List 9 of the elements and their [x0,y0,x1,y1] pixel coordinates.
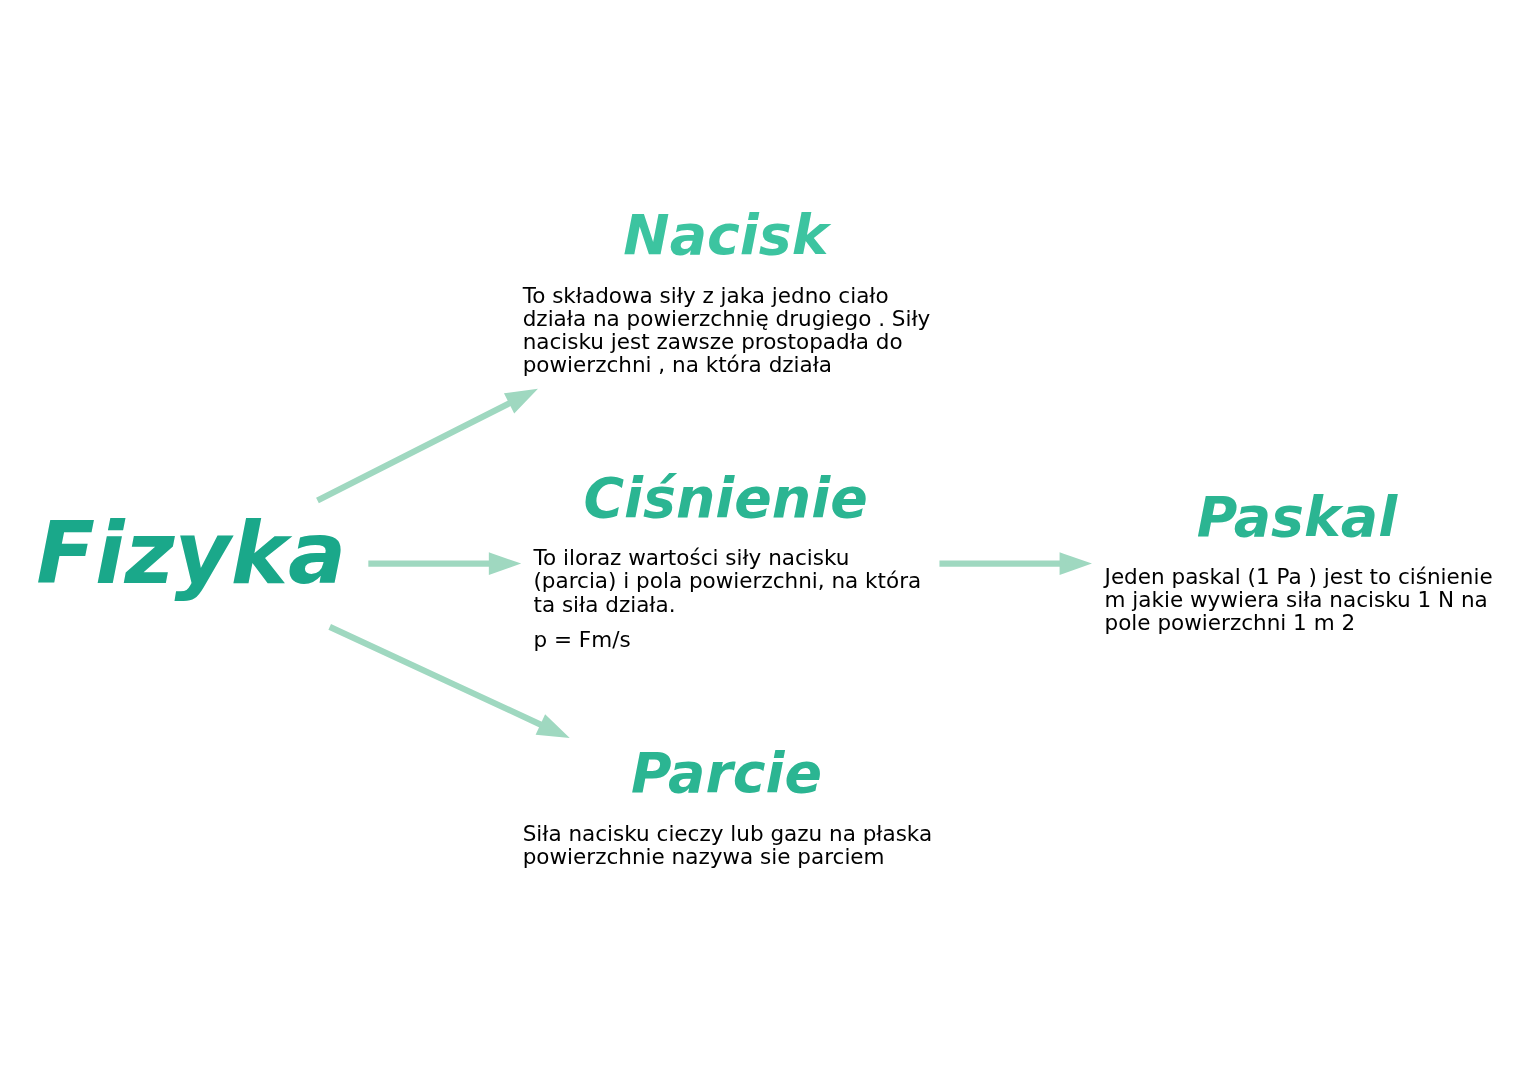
arrow [316,388,538,503]
node-text: Fizyka [36,502,346,603]
node-text: Nacisk To składowa siły z jaka jedno ciało działa na powierzchnię drugiego . Siły nacisku jest zawsze prostopadła do powierzchni , na która działa [522,202,931,377]
node-text: Parcie Siła nacisku cieczy lub gazu na płaska powierzchnie nazywa sie parciem [522,740,933,869]
arrow [368,551,522,575]
arrow [328,623,570,738]
node-text: Paskal Jeden paskal (1 Pa ) jest to ciśnienie m jakie wywiera siła nacisku 1 N na pole powierzchni 1 m 2 [1104,484,1493,635]
node-text: Ciśnienie To iloraz wartości siły nacisku (parcia) i pola powierzchni, na która ta siła działa. p = Fm/s [533,465,922,652]
arrow [939,551,1092,575]
